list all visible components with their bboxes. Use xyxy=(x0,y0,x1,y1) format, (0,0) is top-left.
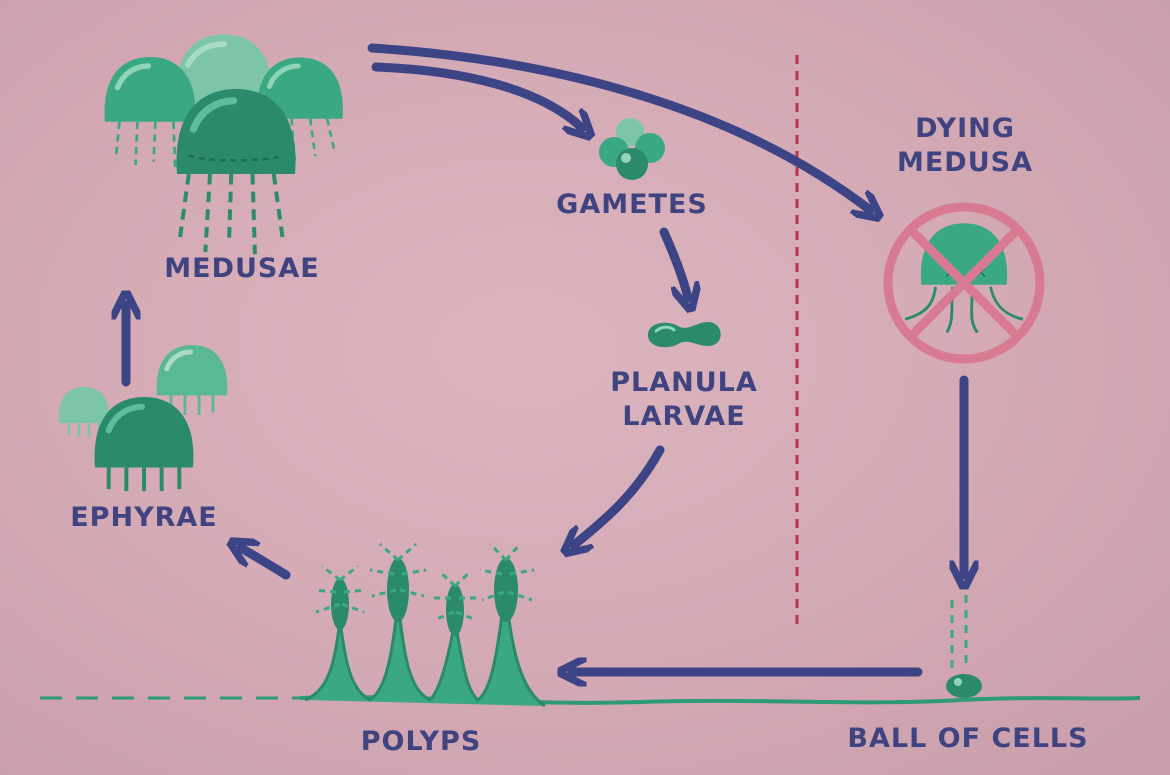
planula-larva-icon xyxy=(648,322,721,347)
label-planula-larvae: PLANULA LARVAE xyxy=(590,366,778,434)
polyps-icon xyxy=(305,544,545,706)
label-dying: DYING xyxy=(880,112,1050,146)
arrow-gametes-to-planula xyxy=(664,232,688,298)
arrow-polyps-to-ephyrae xyxy=(241,548,286,575)
label-planula: PLANULA xyxy=(590,366,778,400)
label-polyps: POLYPS xyxy=(346,725,496,759)
seafloor-line xyxy=(40,697,1140,703)
arrow-planula-to-polyps xyxy=(574,450,660,545)
label-gametes: GAMETES xyxy=(546,188,718,222)
dying-medusa-icon: × × xyxy=(888,207,1040,359)
gametes-icon xyxy=(599,118,665,180)
label-larvae: LARVAE xyxy=(590,400,778,434)
ephyrae-icon xyxy=(59,345,228,491)
ball-of-cells-icon xyxy=(946,595,982,698)
label-dying-medusa: DYING MEDUSA xyxy=(880,112,1050,180)
label-medusae: MEDUSAE xyxy=(138,252,346,286)
label-ephyrae: EPHYRAE xyxy=(52,501,236,535)
label-medusa: MEDUSA xyxy=(880,146,1050,180)
medusae-cluster-icon xyxy=(105,34,343,254)
label-ball-of-cells: BALL OF CELLS xyxy=(818,722,1118,756)
